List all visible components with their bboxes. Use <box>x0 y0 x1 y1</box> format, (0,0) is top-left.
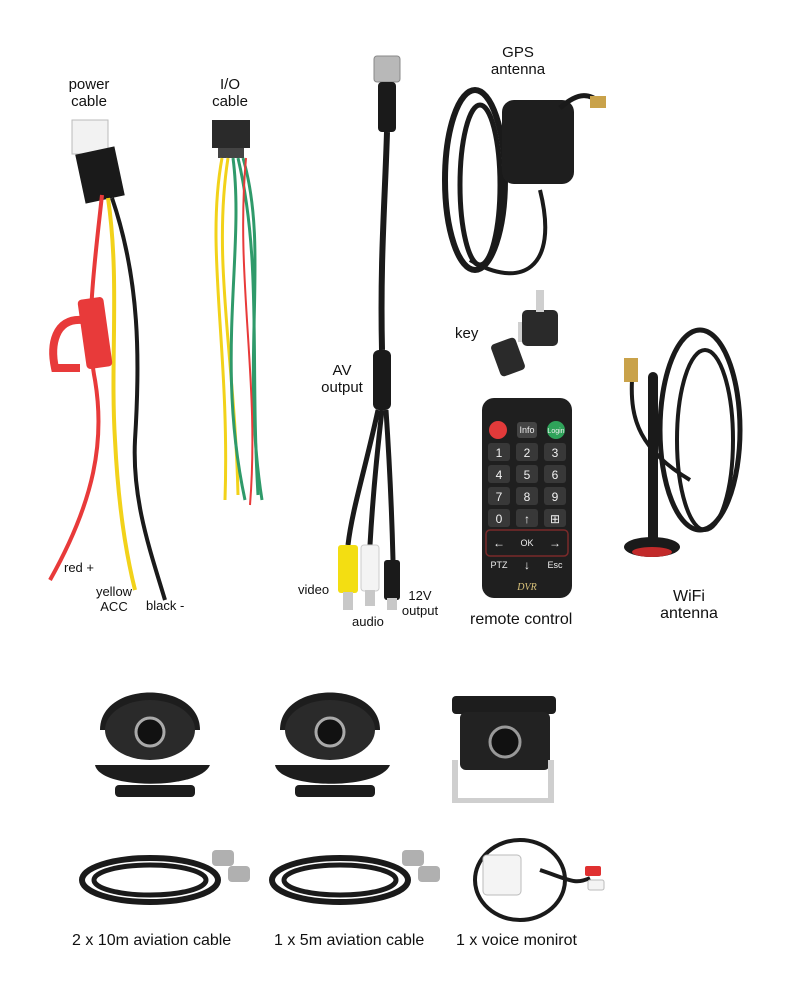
remote-key-right: → <box>549 536 561 550</box>
wifi-antenna-label-text: WiFi antenna <box>660 588 718 622</box>
remote-key-9: 9 <box>552 490 559 504</box>
remote-key-down: ↓ <box>524 558 530 572</box>
remote-key-4: 4 <box>496 468 503 482</box>
remote-key-3: 3 <box>552 446 559 460</box>
audio-label: audio <box>352 614 384 629</box>
remote-key-7: 7 <box>496 490 503 504</box>
remote-key-0: 0 <box>496 512 503 526</box>
aviation-cable-10m-label: 2 x 10m aviation cable <box>72 932 232 949</box>
remote-key-up: ↑ <box>524 512 530 526</box>
remote-key-grid: ⊞ <box>550 512 560 526</box>
gps-antenna-label-text: GPS antenna <box>490 44 546 78</box>
dome-camera-1-image <box>95 692 210 797</box>
video-label: video <box>298 582 330 597</box>
yellow-wire-label-text: yellow ACC <box>95 584 133 614</box>
io-cable-image <box>212 120 264 506</box>
dome-camera-2-image <box>275 692 390 797</box>
black-wire-label: black - <box>146 598 185 613</box>
av-output-label-text: AV output <box>321 362 363 396</box>
remote-key-info: Info <box>519 425 534 435</box>
io-cable-label-text: I/O cable <box>212 76 248 110</box>
red-wire-label: red + <box>64 560 94 575</box>
power-cable-label: power cable <box>52 76 126 110</box>
output-12v-label-text: 12V output <box>401 588 439 618</box>
remote-control-image: Info Login 1 2 3 4 5 6 7 8 9 0 ↑ ⊞ ← OK … <box>482 398 572 598</box>
aviation-cable-10m-image <box>79 850 250 905</box>
remote-key-2: 2 <box>524 446 531 460</box>
remote-control-label: remote control <box>470 611 573 628</box>
remote-key-ptz: PTZ <box>491 560 509 570</box>
voice-monitor-image <box>473 838 605 922</box>
aviation-cable-5m-image <box>269 850 440 905</box>
av-cable-image <box>338 55 401 610</box>
gps-antenna-image <box>442 87 606 276</box>
remote-key-left: ← <box>493 536 505 550</box>
io-cable-label: I/O cable <box>200 76 260 110</box>
yellow-wire-label: yellow ACC <box>86 584 142 614</box>
rear-camera-image <box>452 696 556 803</box>
remote-key-esc: Esc <box>547 560 563 570</box>
wifi-antenna-label: WiFi antenna <box>650 588 728 622</box>
voice-monitor-label: 1 x voice monirot <box>456 932 577 949</box>
remote-key-5: 5 <box>524 468 531 482</box>
gps-antenna-label: GPS antenna <box>478 44 558 78</box>
key-label: key <box>455 325 479 342</box>
power-cable-label-text: power cable <box>68 76 110 110</box>
power-cable-image <box>48 119 167 601</box>
remote-key-ok: OK <box>520 538 533 548</box>
remote-key-8: 8 <box>524 490 531 504</box>
remote-key-6: 6 <box>552 468 559 482</box>
av-output-label: AV output <box>310 362 374 396</box>
remote-key-login: Login <box>547 428 564 435</box>
keys-image <box>491 290 558 377</box>
remote-brand: DVR <box>516 582 536 593</box>
aviation-cable-5m-label: 1 x 5m aviation cable <box>274 932 425 949</box>
remote-digit-keys: 1 2 3 4 5 6 7 8 9 0 ↑ ⊞ <box>488 443 566 527</box>
output-12v-label: 12V output <box>396 588 444 618</box>
wifi-antenna-image <box>624 327 743 557</box>
remote-key-1: 1 <box>496 446 503 460</box>
